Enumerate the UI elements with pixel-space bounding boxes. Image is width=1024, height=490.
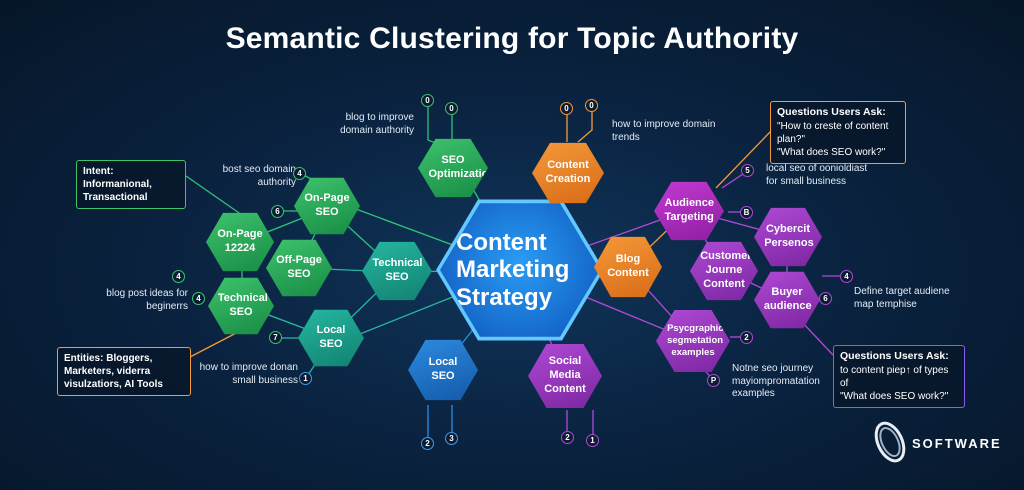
node-buyer-audience: Buyer audience: [754, 271, 820, 329]
node-technical-seo-left: Technical SEO: [208, 277, 274, 335]
center-line-1: Content: [456, 228, 547, 256]
badge-social-bottom-a: 2: [561, 431, 574, 444]
callout-questions-bottom: Questions Users Ask: to content piep↑ of…: [833, 345, 965, 408]
label-define-target: Define target audiene map temphise: [854, 286, 950, 310]
badge-local-below: 1: [299, 372, 312, 385]
logo-swirl-icon: [874, 421, 906, 463]
badge-onpage-side: 6: [271, 205, 284, 218]
badge-audience-a: 5: [741, 164, 754, 177]
badge-social-bottom-b: 1: [586, 434, 599, 447]
label-how-improve-trends: how to improve domain trends: [612, 119, 716, 143]
badge-define-a: 4: [840, 270, 853, 283]
callout-questions-bottom-line-1: to content piep↑ of types of: [840, 364, 949, 389]
label-best-seo: bost seo domain authority: [222, 164, 296, 188]
brand-logo: SOFTWARE: [868, 414, 1024, 470]
callout-questions-bottom-line-2: "What does SEO work?": [840, 390, 949, 402]
callout-questions-top-title: Questions Users Ask:: [777, 106, 886, 118]
badge-ideas-a: 4: [172, 270, 185, 283]
callout-questions-top-line-1: "How to creste of content plan?": [777, 120, 889, 145]
node-local-seo-left: Local SEO: [298, 309, 364, 367]
badge-local-bottom-b: 3: [445, 432, 458, 445]
node-audience-targeting: Audience Targeting: [654, 181, 724, 241]
callout-questions-top-line-2: "What does SEO work?": [777, 146, 886, 158]
badge-define-b: 6: [819, 292, 832, 305]
center-line-2: Marketing: [456, 256, 570, 284]
callout-entities: Entities: Bloggers, Marketers, viderra v…: [57, 347, 191, 396]
node-content-creation: Content Creation: [532, 142, 604, 204]
badge-local-bottom-a: 2: [421, 437, 434, 450]
label-notne-seo: Notne seo journey mayiompromatation exam…: [732, 363, 820, 399]
badge-audience-b: B: [740, 206, 753, 219]
badge-creation-top-b: 0: [585, 99, 598, 112]
badge-psych-b: P: [707, 374, 720, 387]
badge-seo-top-b: 0: [445, 102, 458, 115]
logo-text: SOFTWARE: [912, 436, 1002, 451]
diagram-title: Semantic Clustering for Topic Authority: [225, 22, 799, 55]
callout-questions-bottom-title: Questions Users Ask:: [840, 350, 949, 362]
badge-seo-top-a: 0: [421, 94, 434, 107]
label-blog-improve: blog to improve domain authority: [340, 112, 414, 136]
badge-ideas-b: 4: [192, 292, 205, 305]
callout-questions-top: Questions Users Ask: "How to creste of c…: [770, 101, 906, 164]
label-how-improve-business: how to improve donan small business: [199, 362, 298, 386]
label-local-seo-checklist: local seo of oonioldiast for small busin…: [766, 163, 868, 187]
badge-best-seo: 4: [293, 167, 306, 180]
badge-creation-top-a: 0: [560, 102, 573, 115]
center-line-3: Strategy: [456, 283, 553, 311]
label-blog-post-ideas: blog post ideas for beginerrs: [106, 288, 188, 312]
badge-psych-a: 2: [740, 331, 753, 344]
callout-intent: Intent: Informanional, Transactional: [76, 160, 186, 209]
badge-local-side: 7: [269, 331, 282, 344]
